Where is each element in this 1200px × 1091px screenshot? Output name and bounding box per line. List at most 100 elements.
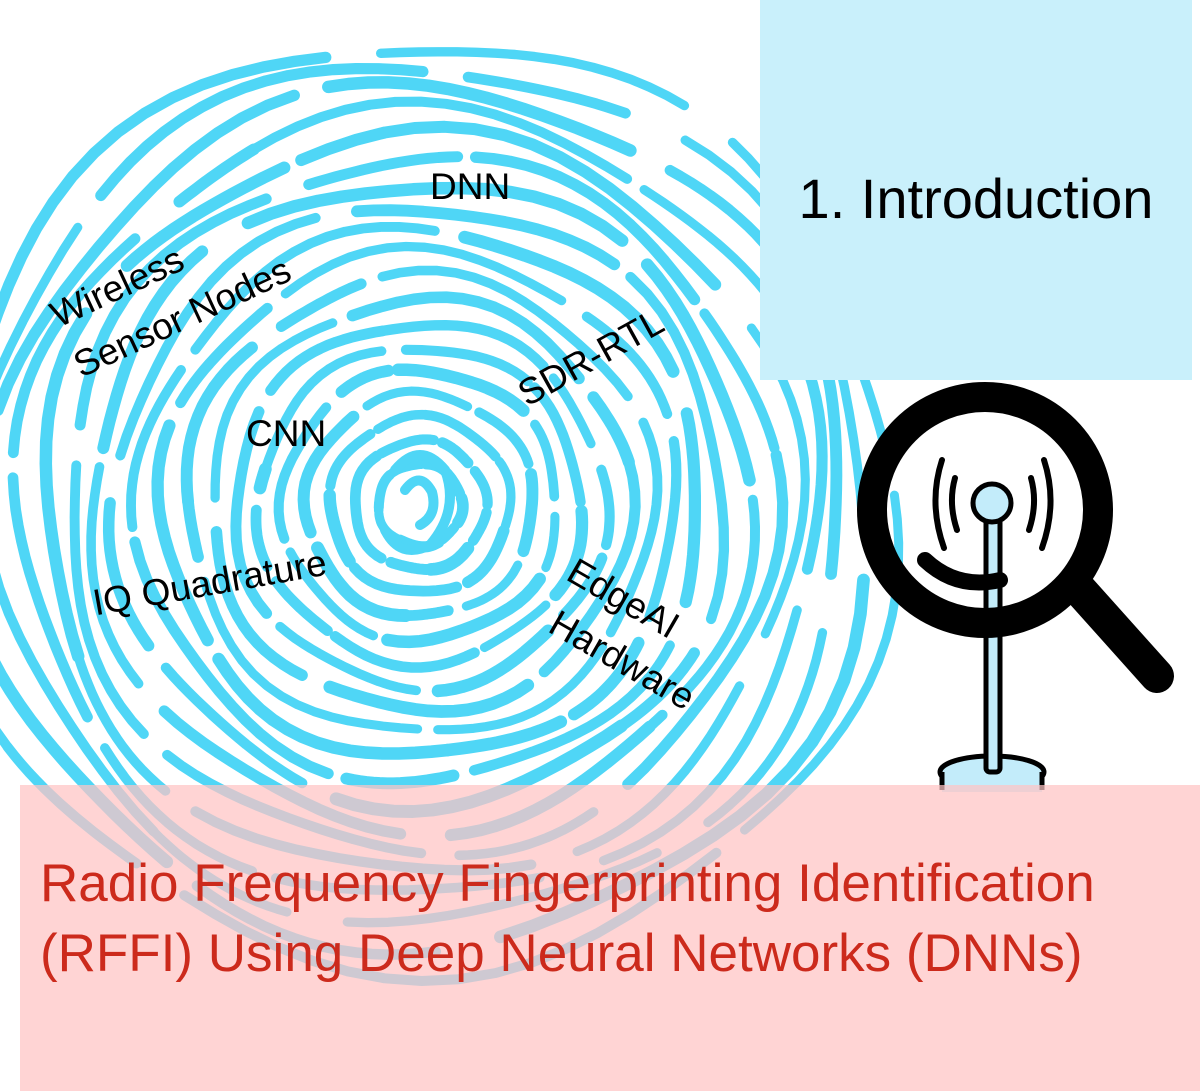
fingerprint-ridge [468, 673, 654, 776]
fingerprint-ridge [248, 96, 633, 184]
section-header-box: 1. Introduction [760, 0, 1192, 380]
fingerprint-ridge [69, 460, 149, 739]
fingerprint-ridge [377, 320, 549, 372]
fingerprint-ridge [39, 307, 93, 663]
fingerprint-ridge [433, 641, 608, 735]
fingerprint-ridge [230, 406, 273, 619]
section-title: 1. Introduction [798, 167, 1154, 230]
fingerprint-ridge [250, 504, 273, 572]
fingerprint-ridge [400, 344, 533, 387]
fingerprint-ridge [7, 233, 141, 459]
fingerprint-ridge [549, 505, 589, 602]
fingerprint-ridge [385, 556, 433, 575]
fingerprint-ridge [86, 462, 144, 689]
fingerprint-ridge [311, 541, 412, 623]
fingerprint-ridge [175, 302, 273, 409]
fingerprint-ridge [529, 382, 586, 508]
fingerprint-ridge [381, 572, 546, 649]
fingerprint-ridge [280, 241, 567, 306]
fingerprint-ridge [517, 468, 539, 558]
fingerprint-ridge [160, 662, 308, 789]
fingerprint-ridge [375, 434, 439, 459]
fingerprint-ridge [151, 419, 214, 647]
fingerprint-ridge [325, 429, 376, 491]
fingerprint-ridge [275, 621, 421, 696]
fingerprint-ridge [362, 386, 473, 412]
fingerprint-ridge [241, 181, 629, 247]
fingerprint-ridge [581, 311, 673, 419]
fingerprint-ridge [431, 624, 555, 698]
fingerprint-ridge [467, 507, 492, 546]
fingerprint-ridge [538, 456, 641, 678]
fingerprint-ridge [462, 525, 510, 589]
fingerprint-ridge [295, 120, 722, 291]
fingerprint-ridge [400, 605, 454, 621]
fingerprint-ridge [622, 449, 789, 790]
fingerprint-ridge [373, 409, 430, 434]
fingerprint-ridge [494, 456, 516, 531]
fingerprint-ridge [605, 417, 663, 638]
fingerprint-ridge [273, 402, 332, 544]
fingerprint-ridge [567, 636, 645, 721]
fingerprint-ridge [126, 365, 186, 533]
fingerprint-ridge [469, 466, 493, 510]
fingerprint-ridge [120, 161, 291, 272]
fingerprint-ridge [180, 341, 258, 508]
fingerprint-ridge [541, 511, 560, 573]
fingerprint-ridge [270, 576, 333, 637]
fingerprint-ridge [675, 494, 760, 702]
fingerprint-ridge [644, 709, 668, 732]
fingerprint-ridge [0, 51, 332, 325]
fingerprint-ridge [265, 325, 388, 396]
fingerprint-ridge [0, 572, 159, 837]
fingerprint-ridge [469, 151, 701, 306]
fingerprint-ridge [353, 524, 387, 564]
fingerprint-ridge [323, 488, 356, 568]
fingerprint-ridge [190, 221, 440, 355]
fingerprint-ridge [0, 89, 300, 416]
fingerprint-ridge [340, 769, 460, 790]
title-banner: Radio Frequency Fingerprinting Identific… [20, 785, 1200, 1091]
fingerprint-ridge [644, 436, 682, 622]
fingerprint-ridge [303, 151, 464, 191]
fingerprint-ridge [596, 464, 615, 551]
fingerprint-ridge [74, 193, 272, 431]
fingerprint-ridge [210, 318, 338, 503]
fingerprint-ridge [212, 652, 454, 760]
fingerprint-ridge [377, 265, 633, 402]
fingerprint-ridge [615, 647, 700, 732]
fingerprint-ridge [458, 230, 680, 378]
fingerprint-ridge [440, 715, 568, 757]
fingerprint-ridge [95, 62, 429, 202]
fingerprint-ridge [275, 278, 367, 332]
fingerprint-ridge [424, 541, 475, 576]
fingerprint-ridge [461, 560, 523, 611]
fingerprint-ridge [129, 536, 334, 780]
fingerprint-ridge [115, 212, 321, 461]
fingerprint-ridge [420, 409, 501, 462]
fingerprint-ridge [373, 469, 395, 513]
fingerprint-ridge [815, 340, 843, 580]
fingerprint-ridge [323, 678, 535, 718]
magnifying-glass-icon [857, 382, 1174, 693]
fingerprint-ridge [73, 651, 171, 796]
fingerprint-ridge [210, 526, 308, 681]
fingerprint-ridge [335, 364, 395, 398]
fingerprint-ridge [253, 462, 272, 495]
fingerprint-ridge [285, 547, 379, 641]
fingerprint-ridge [97, 245, 209, 455]
fingerprint-ridge [452, 492, 469, 529]
fingerprint-ridge [102, 497, 155, 652]
fingerprint-ridge [625, 271, 730, 625]
fingerprint-ridge [587, 391, 635, 469]
fingerprint-ridge [474, 407, 534, 469]
fingerprint-ridge [699, 308, 780, 454]
fingerprint-ridge [376, 47, 690, 111]
fingerprint-ridge [391, 363, 530, 417]
fingerprint-ridge [558, 552, 608, 621]
fingerprint-ridge [679, 407, 701, 609]
fingerprint-ridge [349, 562, 463, 597]
fingerprint-core [380, 450, 455, 555]
fingerprint-ridge [349, 450, 383, 533]
fingerprint-ridge [173, 143, 260, 208]
